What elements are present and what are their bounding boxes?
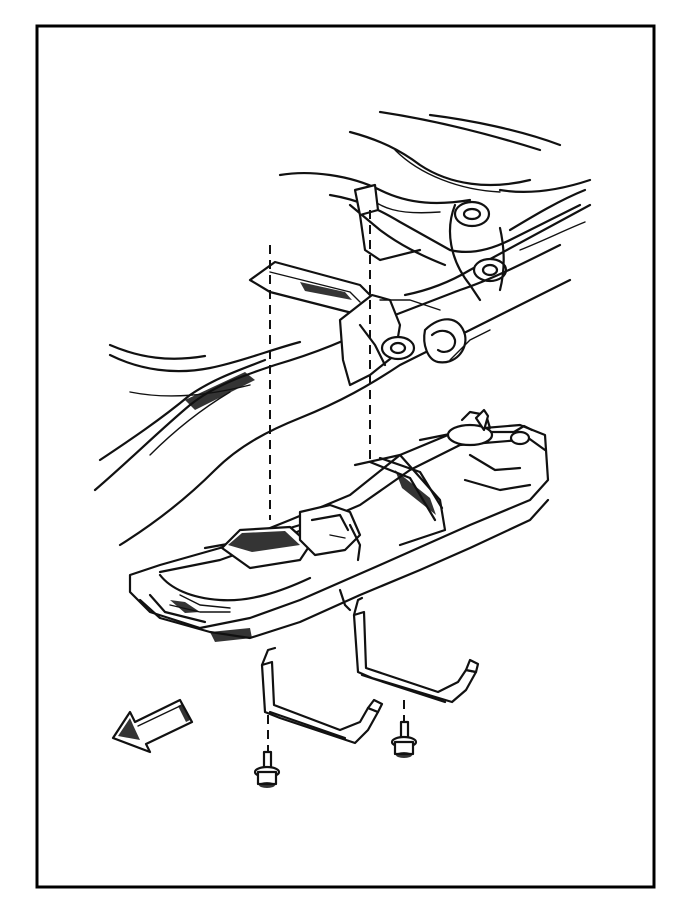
tank-strap-rear — [352, 596, 480, 704]
vehicle-frame — [93, 110, 592, 547]
strap-bolt-left — [253, 750, 281, 788]
front-direction-arrow — [111, 698, 194, 754]
tank-strap-front — [260, 646, 384, 745]
diagram-border — [35, 24, 656, 889]
strap-bolt-right — [390, 720, 418, 758]
fuel-tank — [128, 408, 550, 642]
